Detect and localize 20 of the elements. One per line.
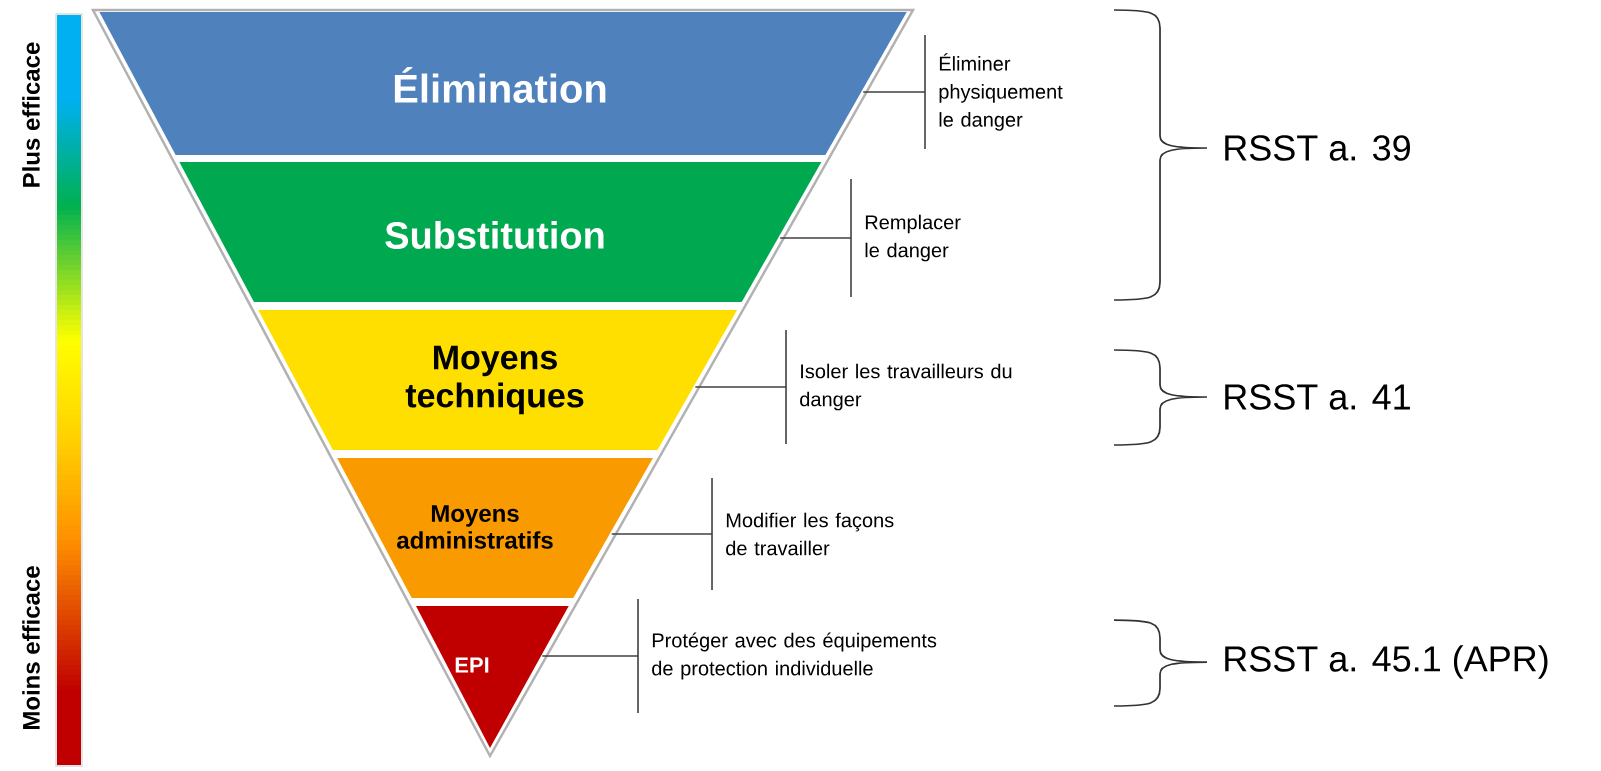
- bracket-connector: [541, 655, 639, 657]
- description-text: Remplacer le danger: [850, 178, 961, 298]
- description-text: Isoler les travailleurs du danger: [785, 329, 1012, 445]
- regulation-label: RSST a. 41: [1225, 384, 1410, 410]
- scale-label: Plus efficace: [22, 42, 40, 187]
- bracket-connector: [779, 237, 852, 239]
- hierarchy-band: Moyens administratifs: [337, 458, 653, 598]
- hierarchy-band: Moyens techniques: [258, 310, 738, 450]
- scale-label: Moins efficace: [22, 566, 40, 730]
- bracket-connector: [694, 386, 787, 388]
- hierarchy-band: Élimination: [99, 12, 907, 155]
- description-text: Modifier les façons de travailler: [711, 477, 894, 591]
- bracket-connector: [610, 533, 713, 535]
- bracket-connector: [862, 91, 926, 93]
- description-text: Protéger avec des équipements de protection individuelle: [637, 598, 937, 714]
- hierarchy-band: EPI: [416, 606, 569, 748]
- hierarchy-band: Substitution: [179, 162, 822, 302]
- regulation-label: RSST a. 39: [1225, 135, 1410, 161]
- description-text: Éliminer physiquement le danger: [924, 34, 1063, 150]
- regulation-label: RSST a. 45.1 (APR): [1225, 645, 1548, 679]
